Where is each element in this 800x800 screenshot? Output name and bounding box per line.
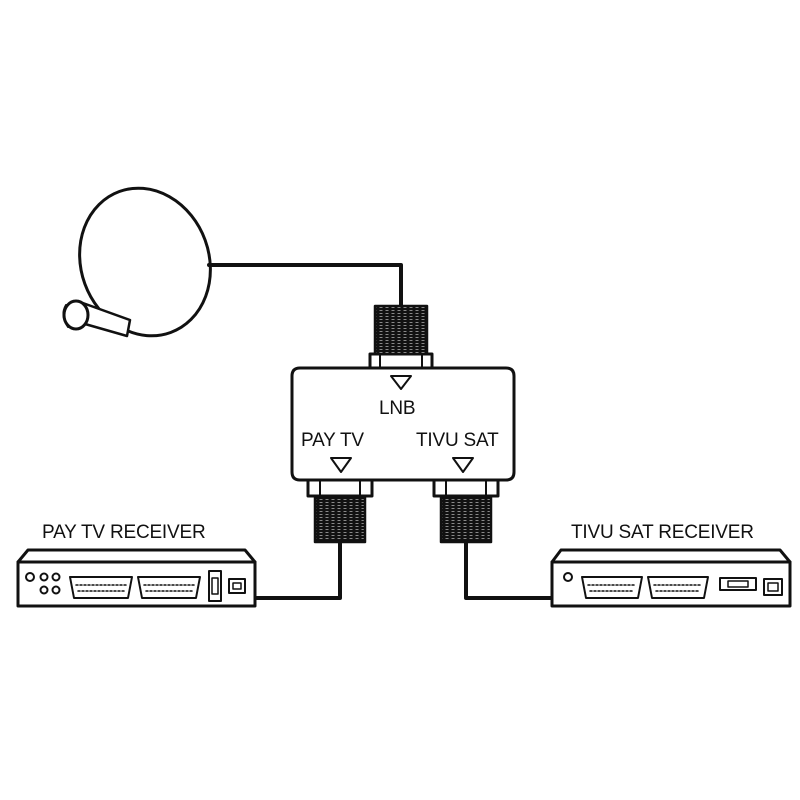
lnb-connector [368,304,434,370]
paytv-receiver-title: PAY TV RECEIVER [42,522,206,543]
paytv-port-triangle-icon [330,457,352,473]
lnb-port-triangle-icon [390,375,412,390]
tivusat-port-label: TIVU SAT [416,430,499,451]
paytv-connector [306,478,374,544]
lnb-label: LNB [379,398,416,419]
tivusat-connector [432,478,500,544]
paytv-port-label: PAY TV [301,430,364,451]
satellite-dish-icon [62,186,212,338]
splitter-body [290,366,516,482]
tivusat-port-triangle-icon [452,457,474,473]
lnb-cable [207,263,403,308]
paytv-receiver-icon [16,548,257,608]
paytv-cable [255,540,342,600]
tivusat-cable [464,540,554,600]
tivusat-receiver-title: TIVU SAT RECEIVER [571,522,754,543]
tivusat-receiver-icon [550,548,792,608]
